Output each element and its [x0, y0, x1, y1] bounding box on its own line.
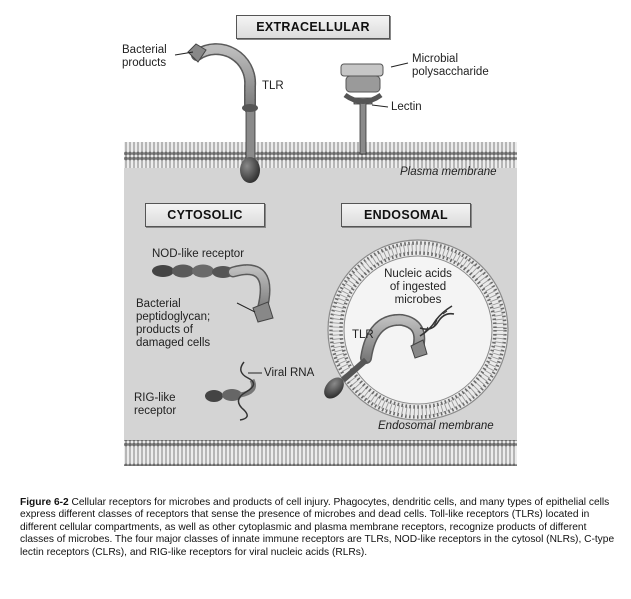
- tlr-endosomal: [324, 305, 455, 399]
- lectin-receptor: [340, 63, 384, 155]
- figure-label: Figure 6-2: [20, 497, 69, 508]
- diagram-canvas: [124, 43, 517, 466]
- rig-like-receptor-label: RIG-like receptor: [134, 392, 177, 417]
- tlr-label-top: TLR: [262, 80, 284, 92]
- cytosolic-header: CYTOSOLIC: [145, 203, 265, 227]
- rig-like-receptor: [205, 361, 256, 421]
- nucleic-acids-label: Nucleic acids of ingested microbes: [384, 268, 452, 306]
- figure-caption: Figure 6-2 Cellular receptors for microb…: [20, 497, 615, 559]
- nod-like-receptor-label: NOD-like receptor: [152, 248, 245, 260]
- viral-rna: [237, 361, 255, 421]
- viral-rna-label: Viral RNA: [264, 367, 315, 379]
- nucleic-acid-helix: [419, 305, 455, 337]
- tlr-label-endosomal: TLR: [352, 329, 374, 341]
- lectin-label: Lectin: [391, 101, 422, 113]
- endosomal-membrane-label: Endosomal membrane: [378, 420, 494, 432]
- plasma-membrane: [124, 142, 517, 168]
- diagram: EXTRACELLULAR CYTOSOLIC ENDOSOMAL Bacter…: [122, 15, 517, 466]
- bacterial-products-label: Bacterial products: [122, 44, 167, 69]
- nod-like-receptor: [152, 264, 274, 323]
- caption-text: Cellular receptors for microbes and prod…: [20, 497, 615, 558]
- tlr-plasma-membrane: [187, 43, 260, 183]
- plasma-membrane-label: Plasma membrane: [400, 166, 497, 178]
- endosomal-header: ENDOSOMAL: [341, 203, 471, 227]
- extracellular-header: EXTRACELLULAR: [236, 15, 390, 39]
- bacterial-peptidoglycan-label: Bacterial peptidoglycan; products of dam…: [136, 298, 211, 349]
- microbial-polysaccharide-label: Microbial polysaccharide: [412, 53, 489, 78]
- leader-lines: [174, 51, 409, 374]
- bottom-membrane: [124, 440, 517, 466]
